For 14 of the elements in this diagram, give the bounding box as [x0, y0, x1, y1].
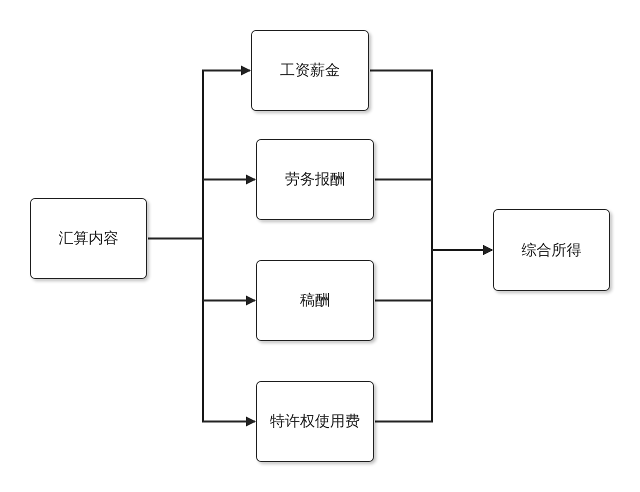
box-label: 工资薪金: [280, 61, 340, 80]
box-label: 综合所得: [522, 240, 582, 260]
process-box: [256, 139, 374, 220]
box-label: 稿酬: [300, 291, 330, 310]
arrow: [375, 245, 493, 422]
process-box: [251, 30, 369, 111]
result-box: [493, 209, 610, 291]
process-box: [256, 381, 374, 462]
box-label: 汇算内容: [58, 229, 118, 248]
arrow: [148, 238, 256, 426]
box-label: 特许权使用费: [270, 412, 360, 431]
start-box: [30, 198, 147, 279]
box-label: 劳务报酬: [285, 170, 345, 189]
process-box: [256, 260, 374, 341]
